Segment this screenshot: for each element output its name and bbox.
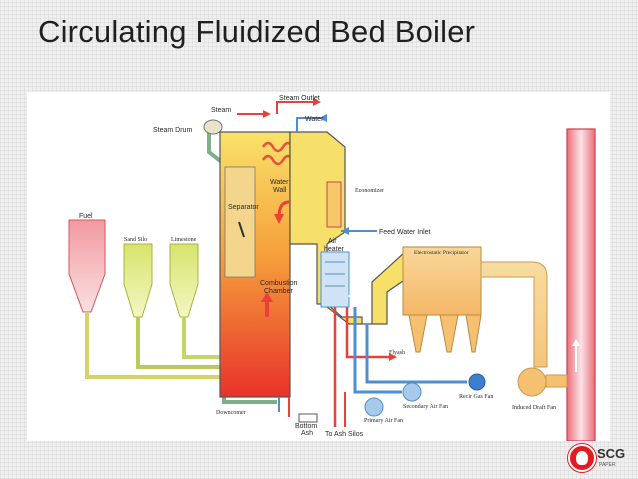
- label-flyash: Flyash: [389, 350, 405, 356]
- label-downcomer: Downcomer: [216, 410, 246, 416]
- induced-draft-fan-icon: [517, 367, 547, 397]
- secondary-air-fan-icon: [402, 382, 422, 402]
- boiler-diagram-svg: Steam Steam Outlet Water Steam Drum Wate…: [68, 95, 596, 441]
- label-fuel: Fuel: [79, 213, 93, 220]
- label-water-wall-2: Wall: [273, 187, 287, 194]
- water-pipe: [296, 117, 323, 132]
- label-primary-air-fan: Primary Air Fan: [364, 418, 403, 424]
- label-steam-drum: Steam Drum: [153, 127, 192, 134]
- label-combustion-chamber-1: Combustion: [260, 280, 297, 287]
- chimney: [566, 128, 596, 441]
- label-bottom-ash-2: Ash: [301, 430, 313, 437]
- flue-gas-duct: [289, 131, 420, 325]
- primary-air-fan-icon: [364, 397, 384, 417]
- label-water: Water: [305, 116, 324, 123]
- label-recir-gas-fan: Recir Gas Fan: [459, 394, 493, 400]
- slide-title: Circulating Fluidized Bed Boiler: [38, 14, 476, 49]
- economizer-coil: [326, 181, 342, 228]
- secondary-air-line: [353, 307, 402, 394]
- limestone-silo: [169, 243, 199, 318]
- label-steam-outlet: Steam Outlet: [279, 95, 320, 102]
- label-combustion-chamber-2: Chamber: [264, 288, 293, 295]
- fuel-feed-line: [85, 312, 262, 379]
- label-separator: Separator: [228, 204, 259, 211]
- boiler-diagram: Steam Steam Outlet Water Steam Drum Wate…: [27, 92, 610, 441]
- label-secondary-air-fan: Secondary Air Fan: [403, 404, 448, 410]
- air-heater: [320, 251, 350, 308]
- label-air-heater-1: Air: [328, 238, 337, 245]
- scg-logo-badge-icon: [568, 444, 596, 472]
- recirc-gas-line: [365, 324, 467, 384]
- label-limestone: Limestone: [171, 237, 197, 243]
- label-steam: Steam: [211, 107, 231, 114]
- gas-turn-arrow-icon: [347, 290, 370, 299]
- label-to-ash-silos: To Ash Silos: [325, 431, 364, 438]
- exhaust-duct: [480, 261, 548, 368]
- label-economizer: Economizer: [355, 188, 384, 194]
- downflow-arrow-icon: [238, 221, 245, 238]
- logo-subtext: PAPER: [599, 462, 616, 468]
- sand-silo: [123, 243, 153, 318]
- label-bottom-ash-1: Bottom: [295, 423, 317, 430]
- recirc-gas-fan-icon: [468, 373, 486, 391]
- label-electrostatic-precipitator: Electrostatic Precipitator: [414, 250, 469, 256]
- label-air-heater-2: heater: [324, 246, 345, 253]
- flyash-line: [345, 307, 393, 359]
- label-water-wall-1: Water: [270, 179, 289, 186]
- logo-text: SCG: [597, 446, 626, 461]
- fuel-hopper: [68, 219, 106, 313]
- electrostatic-precipitator: [402, 246, 482, 316]
- label-sand-silo: Sand Silo: [124, 237, 147, 243]
- steam-drum: [203, 119, 223, 135]
- label-feed-water-inlet: Feed Water Inlet: [379, 229, 431, 236]
- scg-logo: SCG PAPER: [566, 437, 628, 475]
- bottom-ash-hopper: [298, 413, 318, 423]
- steam-outlet-pipe: [276, 101, 317, 114]
- label-induced-draft-fan: Induced Draft Fan: [512, 404, 556, 411]
